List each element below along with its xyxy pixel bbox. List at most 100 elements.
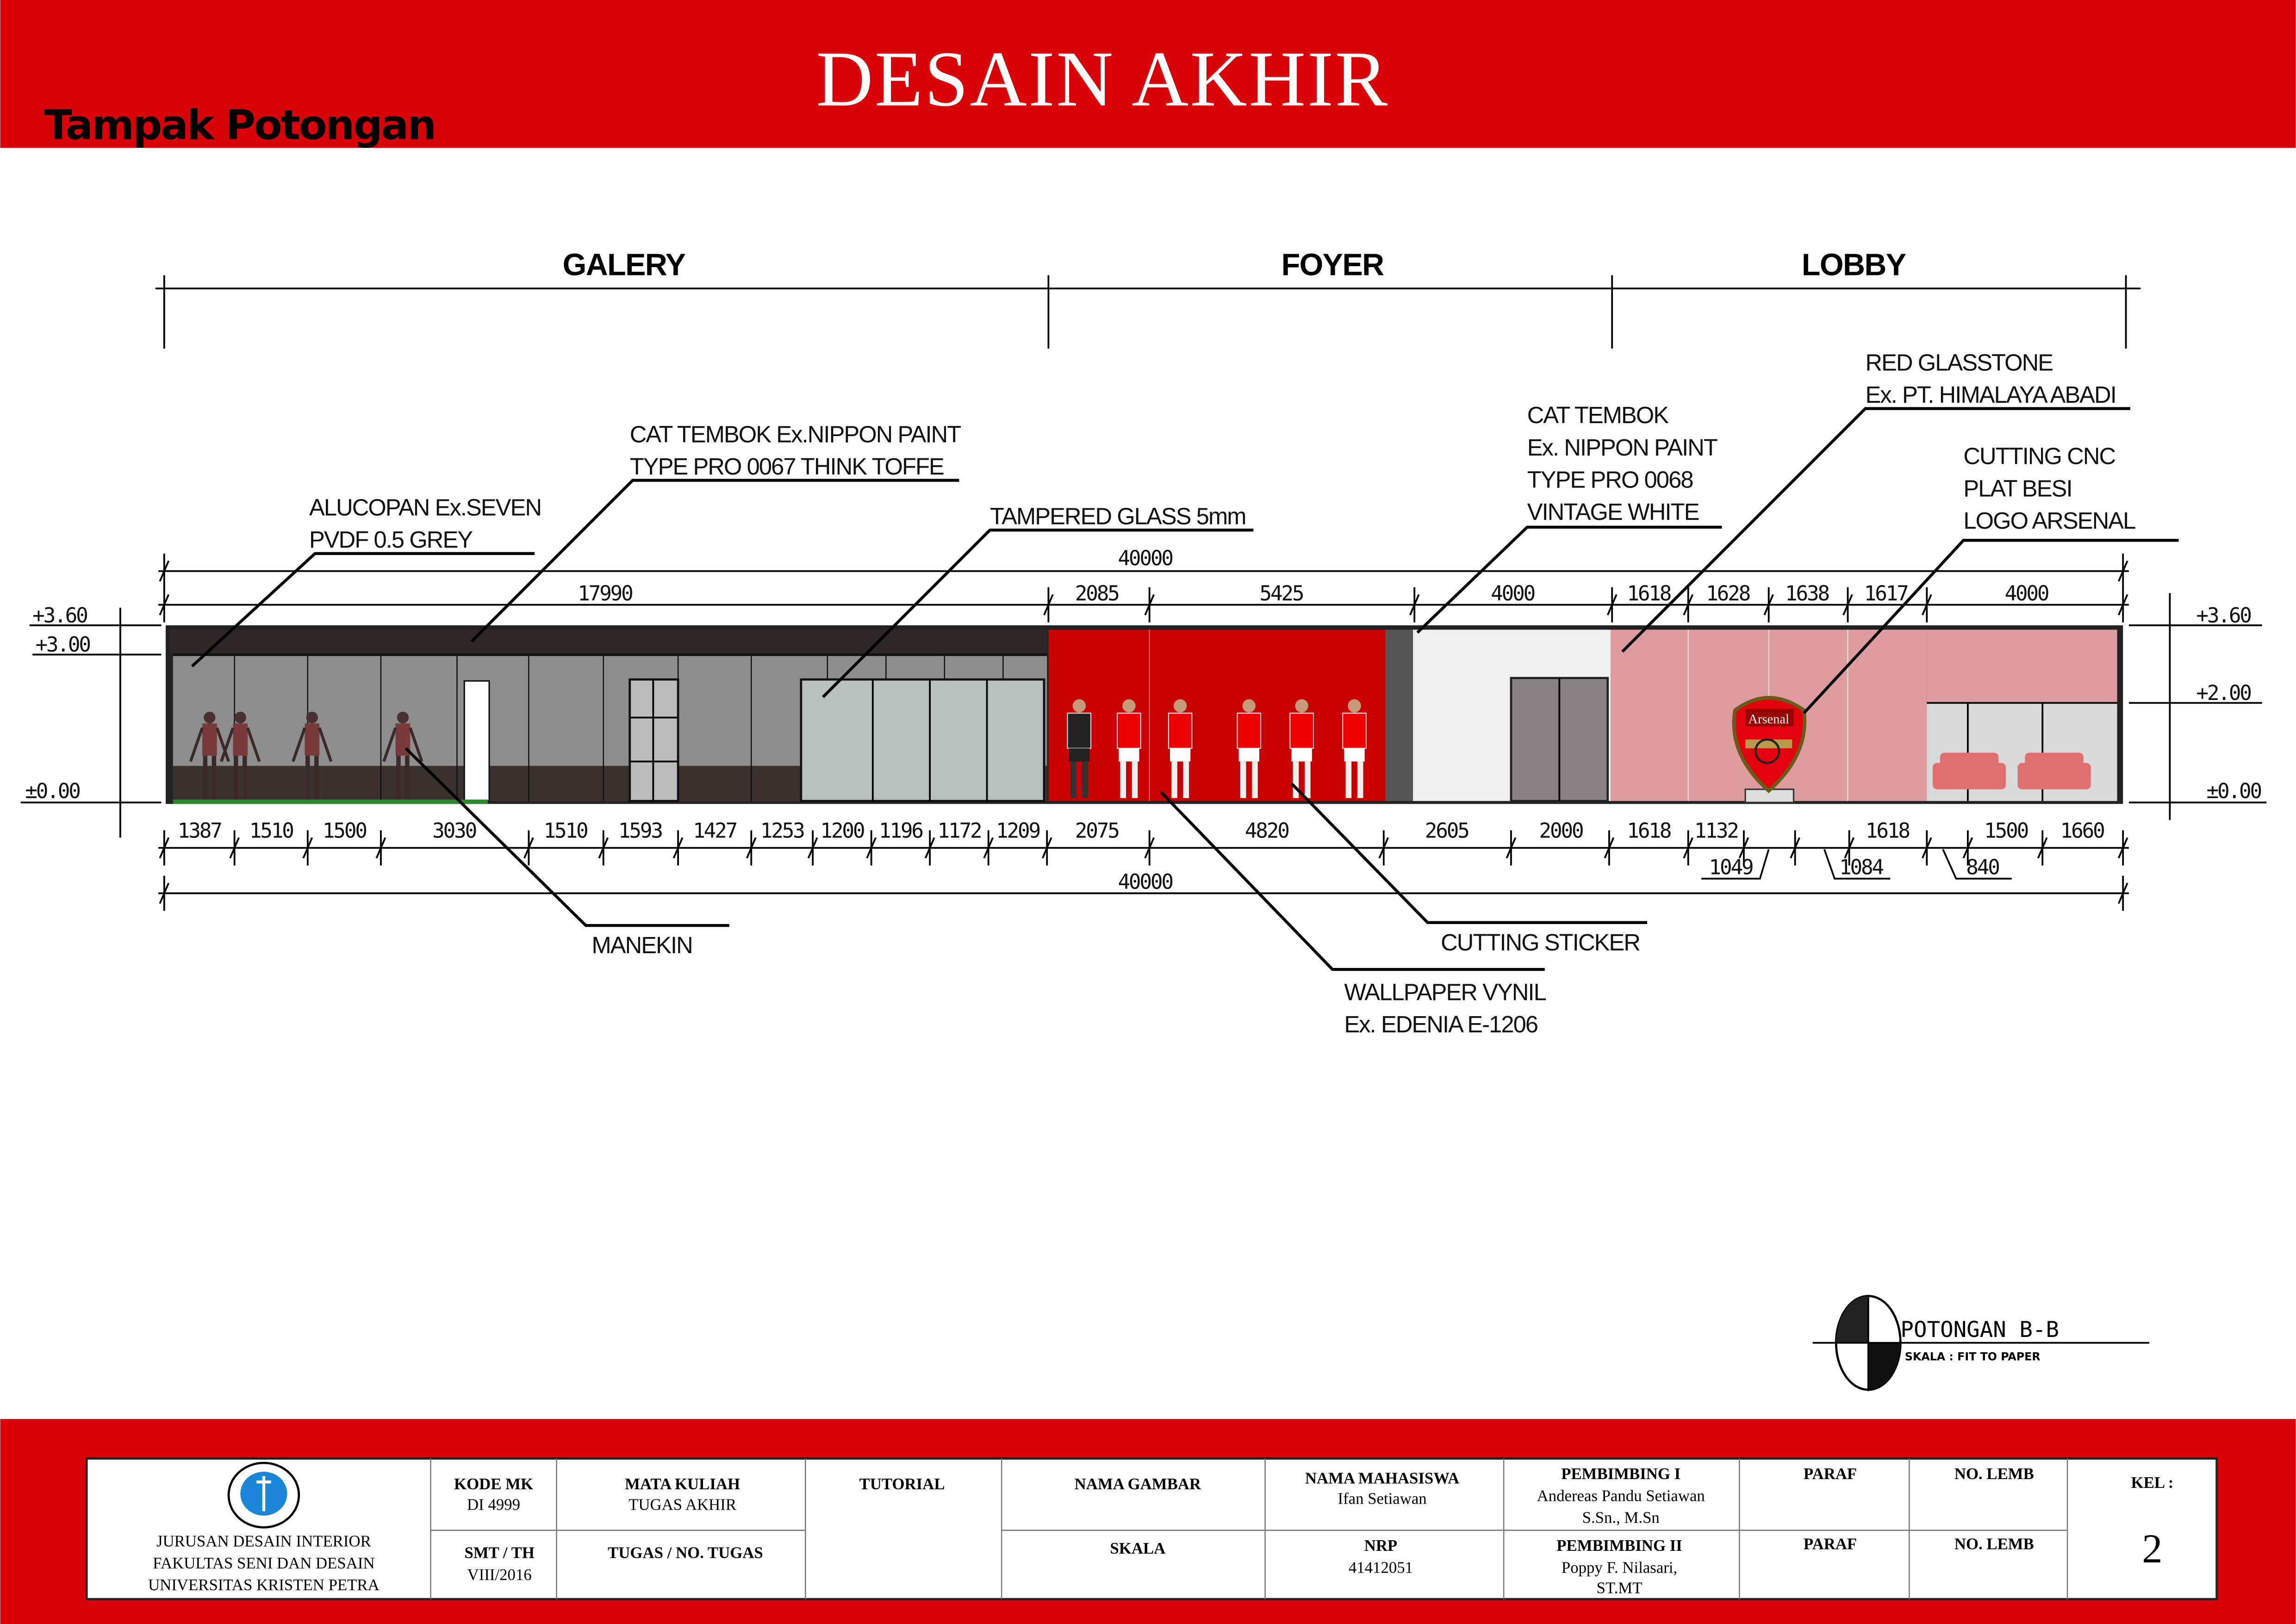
dimension-label-top: 1617	[1864, 582, 1908, 606]
mannequin-legs	[234, 756, 247, 800]
dimension-total-top: 40000	[1118, 547, 1172, 570]
sheet-title: DESAIN AKHIR	[816, 35, 1389, 123]
paraf-label-1: PARAF	[1804, 1465, 1857, 1483]
pembimbing1-name: Andereas Pandu Setiawan	[1537, 1487, 1705, 1505]
dimension-tick	[1378, 837, 1389, 859]
dimension-label-top: 1628	[1706, 582, 1749, 606]
player-legs	[1345, 761, 1363, 798]
svg-text:TYPE PRO 0068: TYPE PRO 0068	[1527, 466, 1693, 493]
zone-bar: GALERY FOYER LOBBY	[155, 248, 2141, 349]
svg-text:CUTTING STICKER: CUTTING STICKER	[1441, 929, 1640, 956]
dimension-label-top: 2085	[1075, 582, 1119, 606]
annotations: ALUCOPAN Ex.SEVEN PVDF 0.5 GREY CAT TEMB…	[191, 349, 2179, 1037]
player-sticker-icon	[1117, 699, 1141, 798]
dimension-tick	[924, 837, 935, 859]
section-scale: SKALA : FIT TO PAPER	[1905, 1350, 2041, 1363]
dimension-label-bottom: 1427	[693, 819, 736, 843]
dimension-label-top: 1618	[1627, 582, 1670, 606]
tampered-glass	[800, 678, 1045, 802]
annotation-manekin: MANEKIN	[404, 747, 729, 958]
player-head	[1072, 699, 1086, 712]
dimension-tick	[1922, 837, 1932, 859]
dimension-tick	[159, 882, 170, 904]
level-left-floor: ±0.00	[25, 780, 80, 803]
sofa-icon	[1932, 752, 2091, 789]
mannequin-arms	[382, 727, 423, 762]
svg-text:Ex. EDENIA E-1206: Ex. EDENIA E-1206	[1344, 1011, 1537, 1037]
dimension-tick	[1604, 837, 1615, 859]
institution-line-2: FAKULTAS SENI DAN DESAIN	[153, 1554, 374, 1572]
foyer-column	[1385, 630, 1413, 801]
dimension-label-bottom: 1660	[2060, 819, 2104, 843]
dimension-tick	[2117, 882, 2128, 904]
player-shorts	[1170, 748, 1191, 762]
player-legs	[1293, 761, 1311, 798]
mannequin-legs	[396, 756, 410, 800]
mannequin-head	[397, 712, 409, 724]
svg-text:Arsenal: Arsenal	[1748, 712, 1789, 727]
mannequin-arms	[220, 727, 261, 762]
level-left-top: +3.60	[32, 604, 87, 627]
dimension-tick	[2117, 837, 2128, 859]
dimension-tick	[1962, 837, 1973, 859]
player-sticker-icon	[1067, 699, 1092, 798]
dimension-tick	[983, 837, 994, 859]
dimension-tick	[1738, 837, 1749, 859]
annotation-alucopan: ALUCOPAN Ex.SEVEN PVDF 0.5 GREY	[191, 494, 542, 668]
mannequin-head	[306, 712, 318, 724]
dimension-label-top: 5425	[1259, 582, 1303, 606]
mannequin-arms	[292, 727, 333, 762]
player-head	[1122, 699, 1136, 712]
player-legs	[1120, 761, 1138, 798]
dimension-sub-label: 840	[1966, 856, 1999, 879]
svg-text:PLAT BESI: PLAT BESI	[1963, 475, 2072, 501]
kode-mk-label: KODE MK	[454, 1475, 533, 1493]
header-band	[0, 0, 2296, 148]
player-head	[1348, 699, 1361, 712]
player-shirt	[1168, 712, 1193, 749]
dimension-tick	[1409, 594, 1420, 616]
svg-text:CAT TEMBOK Ex.NIPPON PAINT: CAT TEMBOK Ex.NIPPON PAINT	[630, 421, 961, 447]
gallery-ceiling	[170, 630, 1047, 655]
smt-value: VIII/2016	[467, 1566, 532, 1584]
sheet-subtitle: Tampak Potongan	[44, 101, 435, 149]
dimension-label-bottom: 1172	[937, 819, 981, 843]
player-shirt	[1237, 712, 1262, 749]
player-shirt	[1117, 712, 1141, 749]
svg-text:ALUCOPAN Ex.SEVEN: ALUCOPAN Ex.SEVEN	[309, 494, 541, 520]
dimension-tick	[1922, 594, 1932, 616]
player-shorts	[1069, 748, 1089, 762]
svg-text:CAT TEMBOK: CAT TEMBOK	[1527, 402, 1669, 428]
svg-text:TAMPERED GLASS 5mm: TAMPERED GLASS 5mm	[990, 503, 1246, 529]
nrp-value: 41412051	[1349, 1558, 1413, 1576]
dimension-label-bottom: 1510	[249, 819, 293, 843]
nama-gambar-label: NAMA GAMBAR	[1075, 1475, 1201, 1493]
svg-text:Ex. NIPPON PAINT: Ex. NIPPON PAINT	[1527, 434, 1717, 461]
dimension-tick	[1790, 837, 1800, 859]
dimension-tick	[1043, 594, 1054, 616]
dimension-label-bottom: 1200	[820, 819, 864, 843]
level-left-ceiling: +3.00	[35, 633, 90, 657]
no-lemb-label-1: NO. LEMB	[1954, 1465, 2034, 1483]
dimension-label-top: 4000	[1491, 582, 1534, 606]
dimension-label-bottom: 1387	[178, 819, 221, 843]
dimension-label-bottom: 3030	[432, 819, 476, 843]
tutorial-label: TUTORIAL	[859, 1475, 945, 1493]
mannequin-legs	[203, 756, 217, 800]
kel-label: KEL :	[2131, 1474, 2174, 1492]
dimension-tick	[1763, 594, 1774, 616]
player-shirt	[1289, 712, 1314, 749]
dimension-sub-leader	[1701, 849, 1770, 880]
player-legs	[1240, 761, 1258, 798]
pembimbing1-degree: S.Sn., M.Sn	[1582, 1509, 1660, 1527]
dimension-total-bottom: 40000	[1118, 870, 1172, 894]
dimension-label-bottom: 2605	[1425, 819, 1468, 843]
dimension-tick	[1506, 837, 1517, 859]
dimension-tick	[523, 837, 534, 859]
paraf-label-2: PARAF	[1804, 1535, 1857, 1553]
level-right-floor: ±0.00	[2207, 780, 2261, 803]
svg-text:CUTTING CNC: CUTTING CNC	[1963, 443, 2115, 469]
player-legs	[1070, 761, 1088, 798]
svg-text:LOGO ARSENAL: LOGO ARSENAL	[1963, 507, 2135, 534]
dimension-label-bottom: 2075	[1075, 819, 1119, 843]
